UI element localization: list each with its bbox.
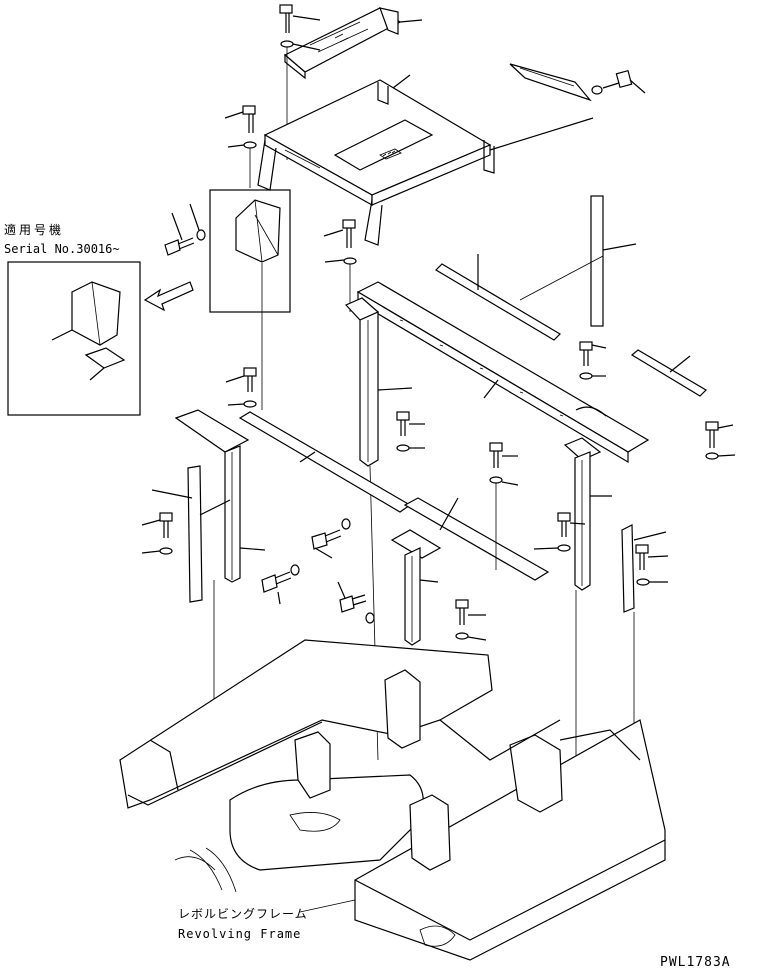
washer-icon [396, 444, 425, 452]
bolt-icon [141, 512, 173, 538]
bolt-icon [591, 69, 646, 95]
washer-icon [227, 400, 257, 408]
support-post-right [563, 437, 612, 760]
bolt-icon [224, 105, 256, 133]
bolt-icon [455, 599, 486, 625]
washer-icon [365, 612, 375, 624]
crossbeam [356, 281, 650, 464]
revolving-frame [119, 639, 666, 961]
serial-no-label: Serial No.30016~ [4, 242, 120, 256]
diagonal-beam-left [238, 411, 412, 513]
washer-icon [189, 203, 206, 241]
bolt-icon [705, 421, 734, 448]
bolt-icon [489, 442, 518, 468]
washer-icon [705, 452, 736, 460]
bar-vertical [519, 195, 637, 327]
bolt-icon [225, 367, 257, 392]
bolt-icon [311, 529, 342, 559]
bolt-icon [557, 512, 586, 537]
washer-icon [141, 547, 173, 555]
frame-jp-label: レボルビングフレーム [178, 907, 308, 921]
bolt-icon [396, 411, 425, 436]
bolt-icon [323, 219, 356, 248]
support-post-left [174, 409, 266, 760]
bar-left-vertical [151, 465, 231, 603]
washer-icon [324, 257, 357, 265]
bolt-icon [579, 341, 607, 366]
bar-short [630, 349, 707, 397]
bolt-icon [635, 544, 669, 570]
bolt-icon [261, 571, 292, 605]
washer-icon [455, 632, 487, 641]
support-post-center [344, 297, 413, 761]
arrow-icon [143, 281, 194, 312]
washer-icon [227, 141, 257, 149]
washer-icon [533, 544, 571, 552]
bolt-icon [337, 581, 367, 613]
cover-frame [257, 74, 594, 246]
bracket-top-right [509, 63, 592, 102]
washer-icon [489, 476, 519, 486]
washer-icon [290, 564, 300, 576]
washer-icon [341, 518, 351, 530]
serial-jp-label: 適用号機 [4, 222, 64, 237]
bolt-icon [164, 212, 195, 256]
inset-detail-box [7, 261, 141, 416]
bracket-right [621, 524, 667, 810]
frame-en-label: Revolving Frame [178, 927, 301, 941]
top-cover-plate [283, 7, 423, 80]
support-post-lower [390, 497, 550, 646]
washer-icon [636, 578, 668, 586]
serial-detail-box [209, 189, 291, 410]
bar-long [435, 254, 561, 341]
washer-icon [579, 372, 606, 380]
bolt-icon [279, 4, 321, 33]
drawing-id-label: PWL1783A [660, 955, 731, 970]
